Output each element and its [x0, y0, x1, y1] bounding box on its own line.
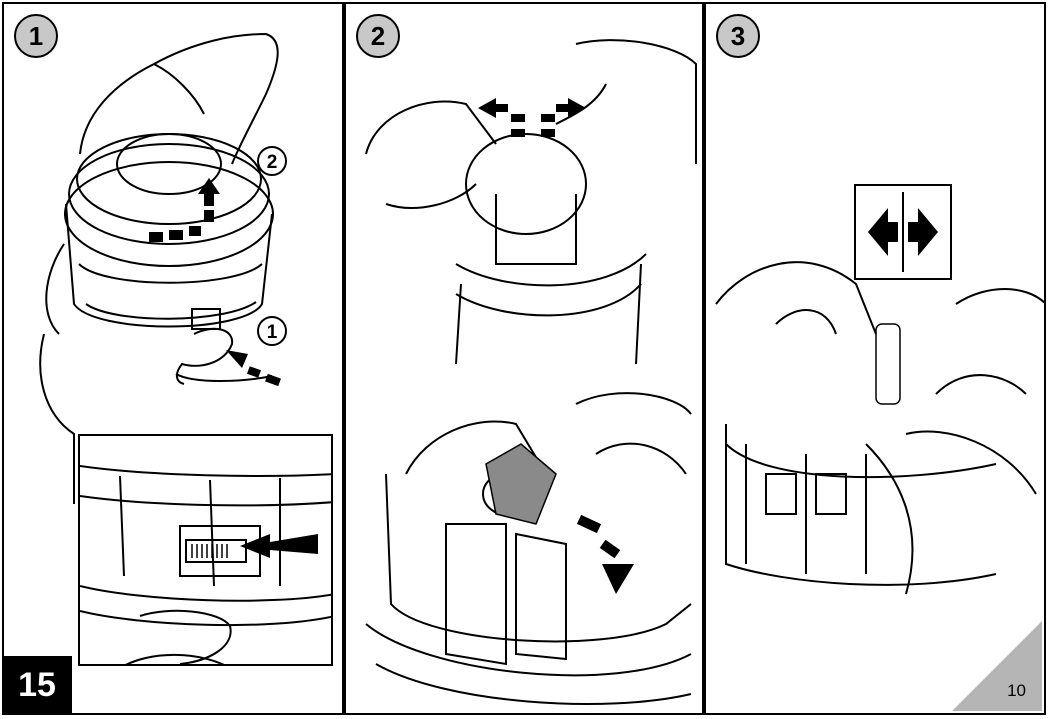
detail-inset	[78, 434, 333, 666]
lamp-cover-removal-illustration: 2 1	[39, 32, 287, 504]
bulb-replacement-illustration	[715, 261, 1044, 595]
substep-label-2: 2	[267, 152, 278, 173]
upper-hand	[79, 32, 279, 165]
clip-release-illustration	[365, 39, 697, 705]
step-panel-2: 2	[344, 2, 704, 715]
step-number-badge: 2	[356, 14, 400, 58]
swap-direction-sign	[854, 184, 952, 280]
substep-marker-1	[257, 316, 287, 346]
halogen-bulb	[875, 323, 901, 405]
step-panel-3: 3	[704, 2, 1046, 715]
push-arrow-icon	[240, 534, 318, 558]
substep-marker-2	[257, 146, 287, 176]
step-number-badge: 3	[716, 14, 760, 58]
page-number: 10	[1007, 681, 1026, 700]
step-number-badge: 1	[14, 14, 58, 58]
release-tab-detail-illustration	[80, 465, 331, 664]
step-panel-1: 1	[2, 2, 344, 715]
page-corner-triangle	[952, 621, 1042, 711]
section-number-badge: 15	[2, 656, 72, 714]
bulb-clip	[485, 443, 557, 525]
left-right-arrows-icon	[868, 192, 938, 272]
substep-label-1: 1	[267, 322, 278, 343]
